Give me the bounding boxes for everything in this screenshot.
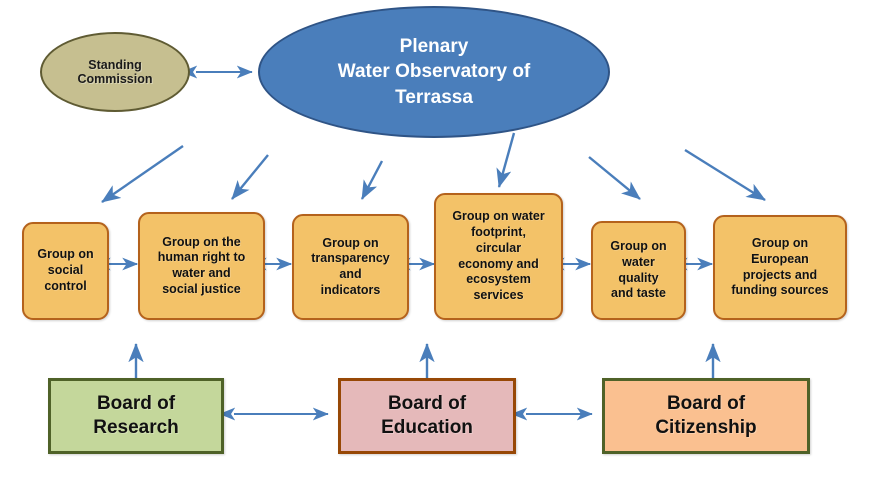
arrow-plenary-group-1 [101, 145, 184, 203]
arrow-plenary-group-5 [588, 156, 641, 200]
arrow-plenary-group-3 [360, 160, 384, 200]
arrow-plenary-group-6 [684, 148, 766, 202]
arrow-plenary-group-4 [496, 132, 516, 188]
arrow-boards-to-groups [128, 343, 721, 378]
arrow-plenary-group-2 [231, 154, 269, 200]
arrow-plenary-to-groups [101, 132, 766, 203]
